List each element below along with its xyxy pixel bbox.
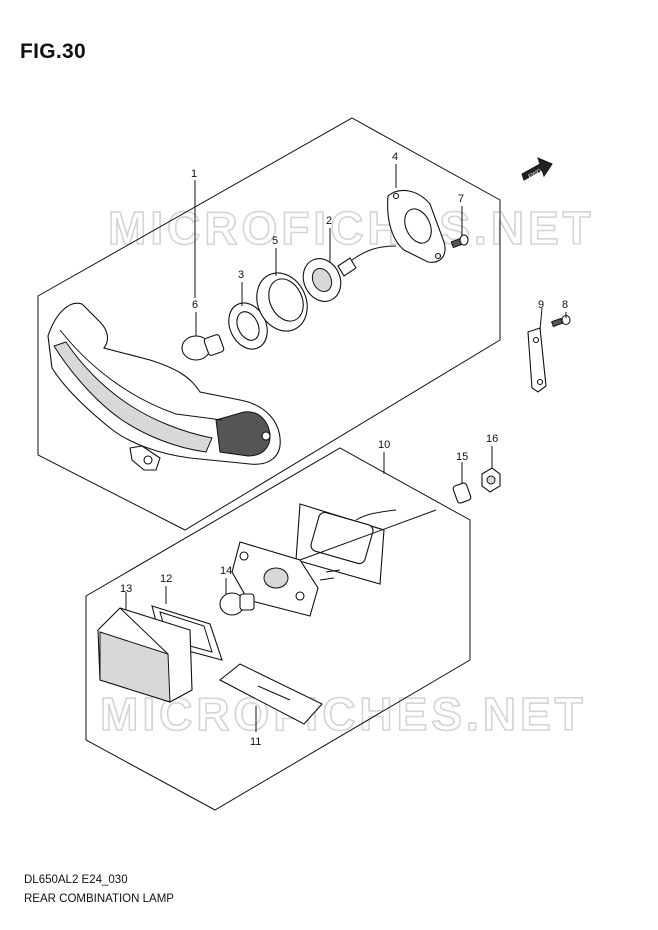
callout-14: 14	[220, 565, 232, 577]
callout-6: 6	[192, 299, 198, 311]
turn-signal-bulb	[181, 334, 225, 361]
callout-7: 7	[458, 193, 464, 205]
callout-8: 8	[562, 299, 568, 311]
assembly-frame-upper	[37, 117, 501, 531]
fwd-arrow-icon: FWD	[521, 157, 553, 181]
callout-3: 3	[238, 269, 244, 281]
spacer-15	[452, 482, 472, 504]
callout-5: 5	[272, 235, 278, 247]
callout-11: 11	[250, 736, 261, 748]
reflector-plate	[218, 663, 323, 725]
callout-9: 9	[538, 299, 544, 311]
screw-7	[450, 234, 469, 249]
callout-10: 10	[378, 439, 390, 451]
assembly-frame-lower	[85, 447, 471, 811]
bracket-9	[527, 327, 547, 393]
retaining-ring	[256, 272, 308, 332]
license-lamp-housing	[231, 503, 437, 617]
taillight-housing	[47, 302, 281, 471]
model-code: DL650AL2 E24_030	[24, 874, 128, 886]
callout-15: 15	[456, 451, 468, 463]
license-bulb	[219, 592, 255, 616]
socket-with-wire	[302, 245, 397, 302]
nut-16	[481, 467, 501, 493]
figure-name: REAR COMBINATION LAMP	[24, 893, 174, 905]
callout-12: 12	[160, 573, 172, 585]
callout-2: 2	[326, 215, 332, 227]
callout-4: 4	[392, 151, 398, 163]
leader-lines	[125, 164, 567, 732]
callout-1: 1	[191, 168, 197, 180]
callout-16: 16	[486, 433, 498, 445]
screw-8	[550, 314, 571, 328]
callout-13: 13	[120, 583, 132, 595]
gasket-plate	[387, 189, 446, 263]
figure-title: FIG.30	[20, 40, 86, 63]
license-lens	[97, 607, 193, 703]
watermark-upper: MICROFICHES.NET	[108, 202, 595, 254]
bulb-socket-ring	[228, 302, 268, 350]
